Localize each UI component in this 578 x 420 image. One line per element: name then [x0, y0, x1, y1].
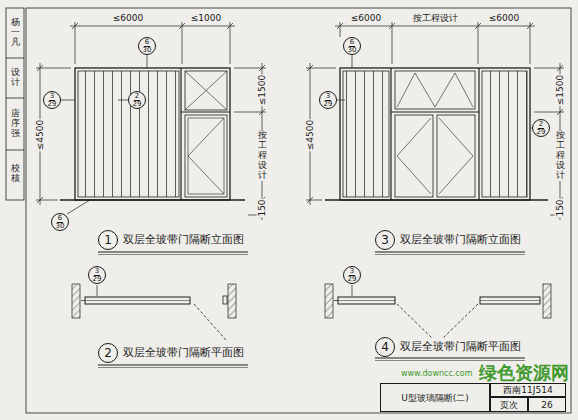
signature-text: 校核 [10, 164, 21, 184]
callout-number: 6 [144, 39, 150, 47]
figure-number: 2 [98, 343, 118, 363]
callout-number: 6 [349, 39, 355, 47]
figure-caption: 双层全玻带门隔断平面图 [399, 341, 522, 353]
dimension-text: ≤1500 [555, 74, 565, 106]
callout-number: 3 [49, 93, 55, 101]
watermark: 绿色资源网 [478, 364, 570, 382]
title-block-cell: 页次 [490, 397, 528, 412]
callout-number: 30 [347, 47, 358, 54]
dimension-text: 按工程设计 [257, 131, 268, 180]
title-block-cell: 西南11J514 [490, 383, 566, 397]
dimension-text: ≤1500 [257, 74, 267, 106]
dimension-text: ≤6000 [488, 13, 520, 23]
dimension-text: 150 [555, 198, 565, 217]
callout-number: 29 [323, 101, 334, 108]
dimension-text: 按工程设计 [412, 13, 459, 23]
callout-number: 29 [347, 276, 358, 283]
detail-callout: 630 [51, 213, 69, 231]
callout-number: 3 [94, 268, 100, 276]
figure-caption: 双层全玻带门隔断立面图 [399, 234, 522, 246]
callout-number: 30 [55, 223, 66, 230]
dimension-text: 按工程设计 [555, 131, 566, 180]
detail-callout: 630 [343, 37, 361, 55]
dimension-text: ≤4500 [305, 119, 315, 151]
figure-number: 1 [98, 230, 118, 250]
figure-caption: 双层全玻带门隔断立面图 [122, 234, 245, 246]
callout-number: 3 [381, 234, 389, 246]
callout-number: 29 [92, 276, 103, 283]
title-block-cell: U型玻璃隔断(二) [380, 383, 490, 412]
title-text: 26 [541, 400, 552, 410]
callout-number: 30 [142, 47, 153, 54]
figure-number: 3 [375, 230, 395, 250]
title-block-cell: 26 [528, 397, 566, 412]
callout-number: 29 [132, 101, 143, 108]
signature-text: 唐序强 [10, 109, 21, 139]
dimension-text: ≤1000 [190, 13, 222, 23]
plan-4 [325, 284, 551, 338]
dimensions-1 [36, 22, 266, 220]
callout-number: 2 [104, 347, 112, 359]
title-text: U型玻璃隔断(二) [401, 393, 469, 403]
callout-number: 1 [104, 234, 112, 246]
caption-underlines [98, 252, 525, 368]
sheet-frame [6, 8, 571, 413]
elevation-1 [60, 68, 245, 200]
title-text: 页次 [500, 400, 518, 410]
elevation-3 [325, 68, 548, 200]
watermark: www.downcc.com [400, 369, 473, 378]
detail-callout: 329 [88, 266, 106, 284]
callout-number: 2 [134, 93, 140, 101]
signature-text: 杨一凡 [10, 18, 21, 48]
callout-number: 3 [349, 268, 355, 276]
detail-callout: 229 [128, 91, 146, 109]
detail-callout: 630 [138, 37, 156, 55]
callout-number: 29 [47, 101, 58, 108]
callout-number: 4 [381, 341, 389, 353]
detail-callout: 229 [532, 119, 550, 137]
dimension-text: ≤4500 [35, 119, 45, 151]
figure-number: 4 [375, 337, 395, 357]
dimensions-3 [306, 22, 564, 220]
detail-callout: 329 [43, 91, 61, 109]
figure-caption: 双层全玻带门隔断平面图 [122, 347, 245, 359]
dimension-text: ≤6000 [350, 13, 382, 23]
title-text: 西南11J514 [503, 385, 552, 395]
callout-number: 2 [538, 121, 544, 129]
dimension-text: ≤6000 [112, 13, 144, 23]
detail-callout: 329 [343, 266, 361, 284]
callout-number: 29 [536, 129, 547, 136]
callout-number: 3 [325, 93, 331, 101]
dimension-text: 150 [257, 198, 267, 217]
callout-number: 6 [57, 215, 63, 223]
detail-callout: 329 [319, 91, 337, 109]
plan-2 [72, 284, 236, 340]
signature-text: 设计 [10, 68, 21, 88]
